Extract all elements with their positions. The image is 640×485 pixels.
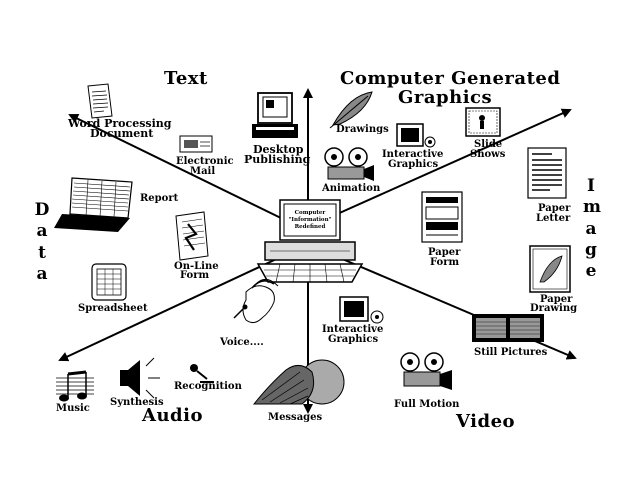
full-motion-projector-icon [400, 352, 452, 390]
desktop-publishing-icon [252, 92, 298, 138]
label-online-form-1: On-Line [174, 261, 219, 272]
category-video: Video [456, 411, 516, 432]
category-text: Text [164, 68, 208, 89]
category-audio: Audio [142, 405, 203, 426]
paper-drawing-icon [529, 245, 571, 293]
microphone-icon [190, 364, 214, 383]
interactive-graphics-mid-icon [339, 296, 384, 324]
arrow-text [68, 114, 286, 221]
label-slide-shows-2: Shows [470, 149, 506, 160]
label-paper-letter-1: Paper [538, 203, 571, 214]
messages-icon [252, 359, 345, 405]
label-paper-drawing-1: Paper [540, 294, 573, 305]
label-drawings: Drawings [336, 124, 389, 135]
label-desktop-publishing-1: Desktop [253, 143, 304, 156]
label-word-processing-1: Word Processing [68, 117, 172, 130]
label-paper-letter-2: Letter [536, 213, 571, 224]
arrow-audio [58, 254, 286, 362]
label-desktop-publishing-2: Publishing [244, 153, 311, 166]
category-graphics-line-1: Computer Generated [340, 68, 561, 89]
spreadsheet-icon [91, 263, 127, 301]
label-messages: Messages [268, 412, 323, 423]
label-animation: Animation [322, 183, 381, 194]
center-line-3: Redefined [295, 224, 326, 230]
online-form-icon [175, 211, 209, 261]
label-full-motion: Full Motion [394, 399, 460, 410]
label-report: Report [140, 193, 179, 204]
paper-letter-icon [527, 147, 567, 199]
label-spreadsheet: Spreadsheet [78, 303, 148, 314]
label-electronic-mail-2: Mail [190, 166, 216, 177]
interactive-graphics-top-icon [396, 123, 436, 148]
label-word-processing-2: Document [90, 127, 154, 140]
computer-icon [256, 199, 364, 283]
label-recognition: Recognition [174, 381, 242, 392]
label-interactive-graphics-mid-2: Graphics [328, 334, 379, 345]
label-paper-form-1: Paper [428, 247, 461, 258]
category-data: Data [34, 200, 50, 284]
center-line-2: "Information" [289, 217, 332, 223]
label-paper-form-2: Form [430, 257, 460, 268]
category-image: Image [583, 176, 601, 281]
label-synthesis: Synthesis [110, 397, 164, 408]
label-interactive-graphics-top-2: Graphics [388, 159, 439, 170]
label-online-form-2: Form [180, 270, 210, 281]
word-processing-icon [87, 83, 113, 119]
slide-shows-icon [465, 107, 501, 137]
label-music: Music [56, 403, 90, 414]
label-voice: Voice.... [220, 337, 264, 348]
speaker-icon [120, 357, 160, 399]
still-pictures-icon [472, 314, 544, 342]
report-printout-icon [54, 177, 133, 232]
animation-projector-icon [324, 147, 374, 181]
label-interactive-graphics-mid-1: Interactive [322, 324, 384, 335]
center-line-1: Computer [295, 210, 326, 216]
label-electronic-mail-1: Electronic [176, 156, 234, 167]
paper-form-icon [421, 191, 463, 243]
category-graphics-line-2: Graphics [398, 87, 493, 108]
arrow-image [334, 108, 572, 216]
label-interactive-graphics-top-1: Interactive [382, 149, 444, 160]
feather-icon [329, 91, 373, 129]
music-icon [56, 370, 94, 402]
label-paper-drawing-2: Drawing [530, 303, 578, 314]
label-slide-shows-1: Slide [474, 139, 503, 150]
electronic-mail-icon [179, 135, 213, 153]
label-still-pictures: Still Pictures [474, 347, 548, 358]
voice-head-icon [233, 279, 279, 324]
